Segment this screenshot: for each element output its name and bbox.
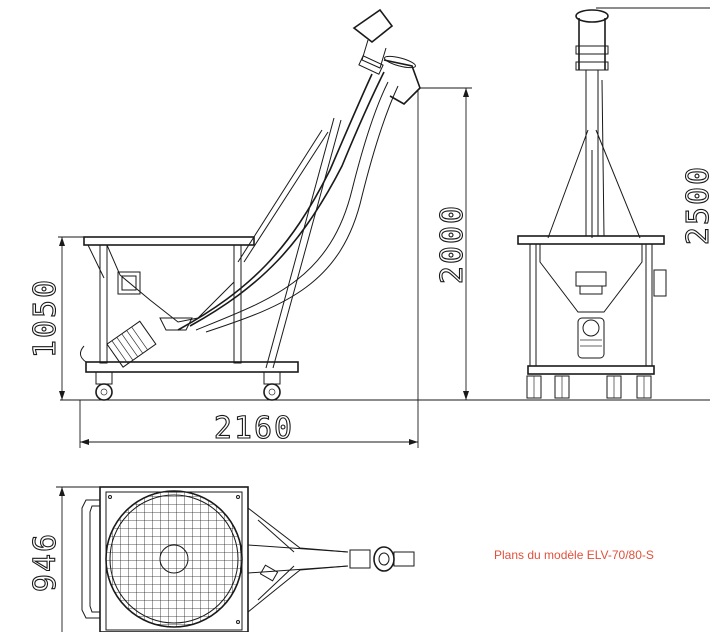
front-view <box>517 9 667 399</box>
dimension-946: 946 <box>27 486 100 632</box>
dimension-label-946: 946 <box>28 532 63 592</box>
dimension-label-2500: 2500 <box>681 165 710 245</box>
dimension-1050: 1050 <box>27 236 88 400</box>
dimension-label-1050: 1050 <box>28 278 63 358</box>
dimension-label-2000: 2000 <box>435 204 470 284</box>
dimension-2000: 2000 <box>420 87 472 400</box>
dimension-2160: 2160 <box>79 90 419 448</box>
top-view <box>81 486 415 632</box>
dimension-label-2160: 2160 <box>214 411 294 446</box>
dimension-2500: 2500 <box>596 7 710 246</box>
drawing-caption: Plans du modèle ELV-70/80-S <box>494 548 654 562</box>
side-view <box>80 8 421 401</box>
